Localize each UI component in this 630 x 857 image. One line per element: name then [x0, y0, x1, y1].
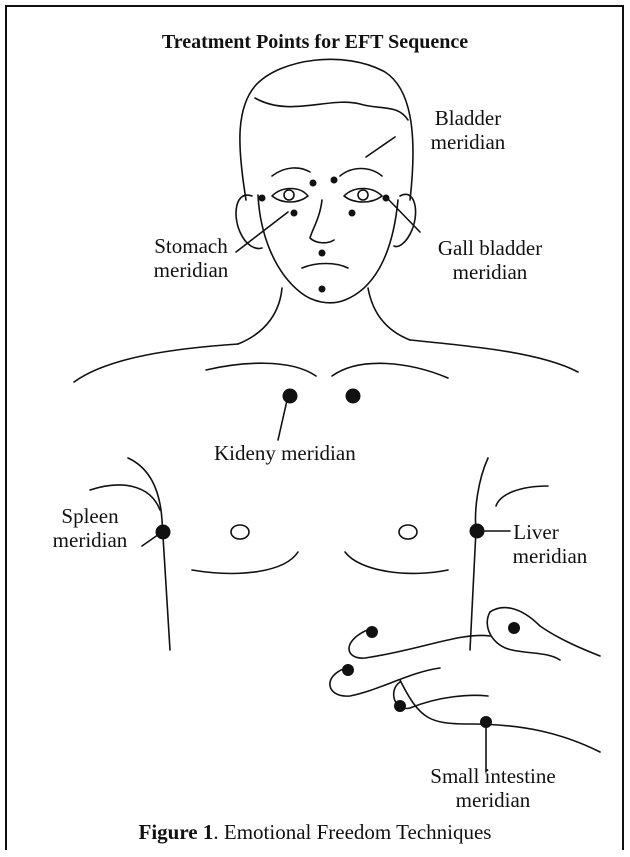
left-shoulder [74, 344, 238, 382]
left-eyebrow [272, 168, 310, 176]
label-stomach-line1: Stomach [136, 234, 246, 258]
label-liver-line1: Liver [472, 520, 600, 544]
point-hand-upper-finger [366, 626, 378, 638]
neck-right [368, 288, 410, 340]
left-nipple [231, 525, 249, 539]
point-hand-middle-finger [342, 664, 354, 676]
label-stomach: Stomach meridian [136, 234, 246, 282]
left-pupil [284, 190, 294, 200]
point-under-nose [319, 250, 326, 257]
point-left-eye-side [259, 195, 266, 202]
label-liver-line2: meridian [500, 544, 600, 568]
point-chin [319, 286, 326, 293]
point-wrist [508, 622, 520, 634]
face-left [258, 195, 398, 303]
point-spleen [156, 525, 171, 540]
label-bladder-line1: Bladder [408, 106, 528, 130]
right-arm-outer [470, 458, 488, 650]
point-kidney-right [346, 389, 361, 404]
label-small-intestine: Small intestine meridian [418, 764, 568, 812]
label-spleen-line1: Spleen [40, 504, 140, 528]
label-stomach-line2: meridian [136, 258, 246, 282]
point-eyebrow-start [310, 180, 317, 187]
left-pec [192, 552, 298, 573]
nose [310, 200, 334, 243]
label-small-intestine-line1: Small intestine [418, 764, 568, 788]
neck-left [238, 288, 282, 344]
label-bladder: Bladder meridian [408, 106, 528, 154]
label-kidney: Kideny meridian [214, 441, 356, 465]
bladder-pointer [366, 137, 395, 157]
point-right-under-eye [349, 210, 356, 217]
right-pec [345, 552, 448, 573]
figure-caption: Figure 1. Emotional Freedom Techniques [0, 820, 630, 844]
figure-number: Figure 1 [139, 820, 214, 844]
right-pupil [358, 190, 368, 200]
label-spleen-line2: meridian [40, 528, 140, 552]
hand-thumb [400, 680, 600, 752]
label-liver: Liver meridian [500, 520, 600, 568]
hair-line [255, 98, 408, 120]
right-nipple [399, 525, 417, 539]
mouth [302, 264, 348, 269]
right-arm-line [496, 486, 548, 506]
right-shoulder [410, 340, 578, 372]
point-kidney-left [283, 389, 298, 404]
label-gall-bladder-line1: Gall bladder [422, 236, 558, 260]
right-clavicle [332, 363, 448, 378]
point-hand-lower-finger [394, 700, 406, 712]
left-clavicle [206, 363, 316, 376]
label-gall-bladder: Gall bladder meridian [422, 236, 558, 284]
label-spleen: Spleen meridian [40, 504, 140, 552]
label-gall-bladder-line2: meridian [422, 260, 558, 284]
point-small-intestine [480, 716, 492, 728]
point-right-eye-side [383, 195, 390, 202]
point-bladder [331, 177, 338, 184]
point-left-under-eye [291, 210, 298, 217]
label-small-intestine-line2: meridian [418, 788, 568, 812]
label-bladder-line2: meridian [408, 130, 528, 154]
right-eyebrow [340, 169, 382, 177]
figure-caption-text: . Emotional Freedom Techniques [213, 820, 491, 844]
head-outline [240, 59, 413, 200]
hand-wrist-curve [487, 612, 560, 660]
